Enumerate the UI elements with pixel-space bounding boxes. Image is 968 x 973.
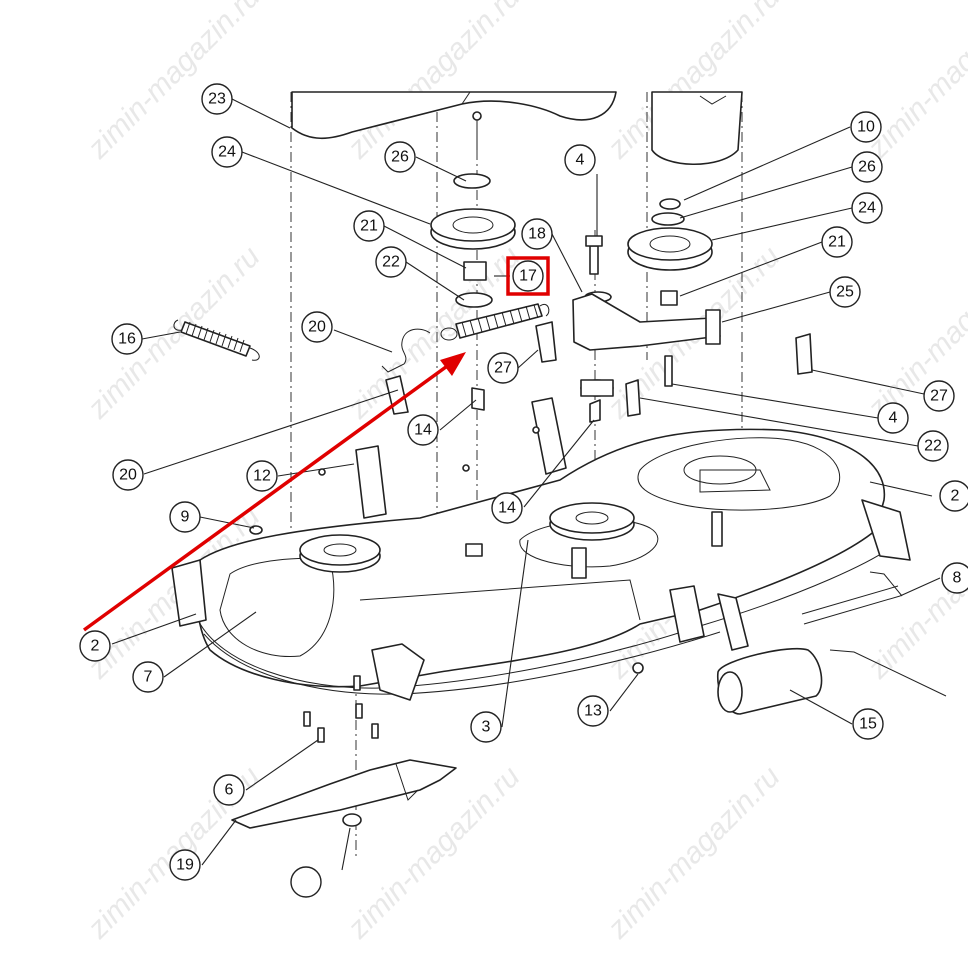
callout-label: 18 xyxy=(528,226,546,243)
callout-27: 27 xyxy=(487,352,519,384)
callout-label: 17 xyxy=(519,268,537,285)
callout-label: 4 xyxy=(576,152,585,169)
callout-label: 10 xyxy=(857,119,875,136)
callout-label: 22 xyxy=(924,438,942,455)
callout-22: 22 xyxy=(917,430,949,462)
callout-4: 4 xyxy=(877,402,909,434)
callout-label: 23 xyxy=(208,91,226,108)
callout-label: 21 xyxy=(828,234,846,251)
callout-label: 9 xyxy=(181,509,190,526)
callout-4: 4 xyxy=(564,144,596,176)
blade-bolts xyxy=(303,675,379,743)
callout-label: 20 xyxy=(119,467,137,484)
mower-deck xyxy=(171,428,911,701)
callout-label: 24 xyxy=(858,200,876,217)
callout-2: 2 xyxy=(939,480,968,512)
callout-label: 27 xyxy=(930,388,948,405)
callout-15: 15 xyxy=(852,708,884,740)
callout-7: 7 xyxy=(132,661,164,693)
callout-label: 20 xyxy=(308,319,326,336)
leader-lines xyxy=(111,98,941,871)
callout-20: 20 xyxy=(301,311,333,343)
callout-label: 2 xyxy=(91,638,100,655)
callout-label: 26 xyxy=(858,159,876,176)
callout-label: 14 xyxy=(498,500,516,517)
callout-label: 27 xyxy=(494,360,512,377)
callout-label: 4 xyxy=(889,410,898,427)
callout-label: 26 xyxy=(391,149,409,166)
callout-21: 21 xyxy=(821,226,853,258)
callout-20: 20 xyxy=(112,459,144,491)
callout-label: 12 xyxy=(253,468,271,485)
callout-17-highlighted: 17 xyxy=(506,256,550,296)
callout-18: 18 xyxy=(521,218,553,250)
left-idler-stack xyxy=(430,111,516,308)
callout-10: 10 xyxy=(850,111,882,143)
callout-16: 16 xyxy=(111,323,143,355)
watermark-text: zimin-magazin.ru xyxy=(341,240,527,426)
callout-8: 8 xyxy=(941,562,968,594)
callout-19: 19 xyxy=(169,849,201,881)
callout-24: 24 xyxy=(851,192,883,224)
callout-label: 13 xyxy=(584,703,602,720)
watermark-text: zimin-magazin.ru xyxy=(861,0,968,166)
callout-label: 25 xyxy=(836,284,854,301)
spring-16 xyxy=(173,319,260,361)
callout-13: 13 xyxy=(577,695,609,727)
watermark-text: zimin-magazin.ru xyxy=(81,0,267,166)
callout-9: 9 xyxy=(169,501,201,533)
callout-label: 8 xyxy=(953,570,962,587)
bracket-12 xyxy=(355,445,387,519)
callout-label: 14 xyxy=(414,422,432,439)
callout-label: 3 xyxy=(482,719,491,736)
callout-label: 21 xyxy=(360,218,378,235)
spring-hook xyxy=(381,328,431,373)
callout-26: 26 xyxy=(851,151,883,183)
callout-label: 7 xyxy=(144,669,153,686)
callout-label: 19 xyxy=(176,857,194,874)
bracket-27 xyxy=(535,321,557,363)
watermark-text: zimin-magazin.ru xyxy=(601,760,787,946)
callout-label: 24 xyxy=(218,144,236,161)
roller-assembly xyxy=(716,571,947,715)
frame-plate xyxy=(291,91,617,140)
callout-6: 6 xyxy=(213,774,245,806)
callout-12: 12 xyxy=(246,460,278,492)
watermark-text: zimin-magazin.ru xyxy=(341,0,527,166)
callout-label: 6 xyxy=(225,782,234,799)
callout-label: 16 xyxy=(118,331,136,348)
frame-hanger xyxy=(651,91,743,165)
spindle-pulleys xyxy=(299,455,757,573)
callout-14: 14 xyxy=(491,492,523,524)
callout-3: 3 xyxy=(470,711,502,743)
callout-22: 22 xyxy=(375,246,407,278)
callout-23: 23 xyxy=(201,83,233,115)
callout-2: 2 xyxy=(79,630,111,662)
callout-label: 2 xyxy=(951,488,960,505)
callout-14: 14 xyxy=(407,414,439,446)
spring-17 xyxy=(440,303,550,341)
callout-26: 26 xyxy=(384,141,416,173)
callout-21: 21 xyxy=(353,210,385,242)
callout-partial xyxy=(290,866,322,898)
bolt xyxy=(589,245,599,275)
callout-27: 27 xyxy=(923,380,955,412)
highlight-arrow xyxy=(82,352,466,632)
right-idler-stack xyxy=(580,198,713,397)
callout-label: 15 xyxy=(859,716,877,733)
callout-label: 22 xyxy=(382,254,400,271)
callout-24: 24 xyxy=(211,136,243,168)
callout-layer: 23 24 26 21 22 17 18 4 10 26 24 21 25 16… xyxy=(79,83,968,898)
callout-25: 25 xyxy=(829,276,861,308)
